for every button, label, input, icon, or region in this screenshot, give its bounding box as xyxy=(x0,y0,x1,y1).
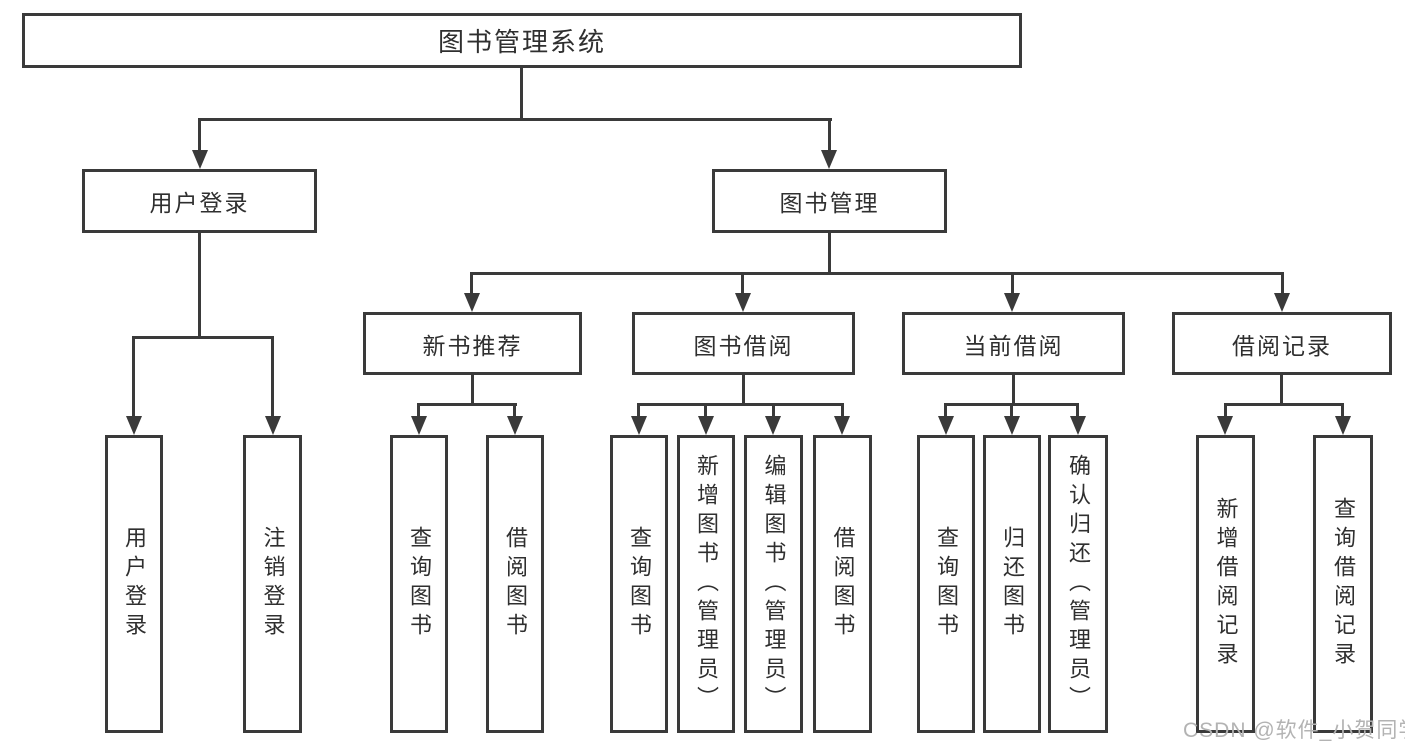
leaf-borrow-books: 借阅图书 xyxy=(813,435,872,733)
connector-line xyxy=(417,403,517,406)
connector-line xyxy=(198,118,832,121)
arrow-down-icon xyxy=(765,416,781,435)
leaf-query-books: 查询图书 xyxy=(917,435,975,733)
arrow-down-icon xyxy=(464,293,480,312)
connector-line xyxy=(470,272,473,296)
arrow-down-icon xyxy=(1274,293,1290,312)
arrow-down-icon xyxy=(1004,293,1020,312)
connector-line xyxy=(417,403,420,418)
node-user-login: 用户登录 xyxy=(82,169,317,233)
connector-line xyxy=(944,403,947,418)
connector-line xyxy=(828,233,831,275)
connector-line xyxy=(1280,375,1283,406)
leaf-query-books: 查询图书 xyxy=(610,435,668,733)
node-library-management-system: 图书管理系统 xyxy=(22,13,1022,68)
connector-line xyxy=(198,118,201,152)
arrow-down-icon xyxy=(698,416,714,435)
arrow-down-icon xyxy=(1070,416,1086,435)
connector-line xyxy=(1224,403,1344,406)
leaf-add-books-admin: 新增图书（管理员） xyxy=(677,435,735,733)
connector-line xyxy=(1076,403,1079,418)
connector-line xyxy=(271,336,274,416)
arrow-down-icon xyxy=(192,150,208,169)
connector-line xyxy=(1341,403,1344,418)
arrow-down-icon xyxy=(834,416,850,435)
leaf-edit-books-admin: 编辑图书（管理员） xyxy=(744,435,803,733)
arrow-down-icon xyxy=(265,416,281,435)
leaf-confirm-return-admin: 确认归还（管理员） xyxy=(1048,435,1108,733)
connector-line xyxy=(741,272,744,296)
connector-line xyxy=(1281,272,1284,296)
arrow-down-icon xyxy=(938,416,954,435)
connector-line xyxy=(772,403,775,418)
connector-line xyxy=(513,403,516,418)
connector-line xyxy=(1224,403,1227,418)
leaf-add-borrow-record: 新增借阅记录 xyxy=(1196,435,1255,733)
connector-line xyxy=(1012,375,1015,406)
arrow-down-icon xyxy=(1004,416,1020,435)
node-new-book-recommend: 新书推荐 xyxy=(363,312,582,375)
connector-line xyxy=(742,375,745,406)
arrow-down-icon xyxy=(411,416,427,435)
leaf-user-login: 用户登录 xyxy=(105,435,163,733)
csdn-watermark: CSDN @软件_小贺同学 xyxy=(1183,719,1405,742)
connector-line xyxy=(470,272,1284,275)
arrow-down-icon xyxy=(735,293,751,312)
arrow-down-icon xyxy=(821,150,837,169)
node-book-borrow: 图书借阅 xyxy=(632,312,855,375)
connector-line xyxy=(520,66,523,121)
leaf-borrow-books: 借阅图书 xyxy=(486,435,544,733)
arrow-down-icon xyxy=(1335,416,1351,435)
connector-line xyxy=(704,403,707,418)
connector-line xyxy=(132,336,274,339)
connector-line xyxy=(637,403,640,418)
connector-line xyxy=(828,118,831,152)
arrow-down-icon xyxy=(1217,416,1233,435)
arrow-down-icon xyxy=(631,416,647,435)
connector-line xyxy=(1011,272,1014,296)
node-book-management: 图书管理 xyxy=(712,169,947,233)
connector-line xyxy=(132,336,135,416)
arrow-down-icon xyxy=(126,416,142,435)
connector-line xyxy=(841,403,844,418)
arrow-down-icon xyxy=(507,416,523,435)
node-borrow-records: 借阅记录 xyxy=(1172,312,1392,375)
leaf-query-borrow-record: 查询借阅记录 xyxy=(1313,435,1373,733)
leaf-query-books: 查询图书 xyxy=(390,435,448,733)
leaf-logout: 注销登录 xyxy=(243,435,302,733)
connector-line xyxy=(471,375,474,406)
connector-line xyxy=(1010,403,1013,418)
connector-line xyxy=(198,233,201,338)
connector-line xyxy=(637,403,844,406)
leaf-return-books: 归还图书 xyxy=(983,435,1041,733)
node-current-borrow: 当前借阅 xyxy=(902,312,1125,375)
